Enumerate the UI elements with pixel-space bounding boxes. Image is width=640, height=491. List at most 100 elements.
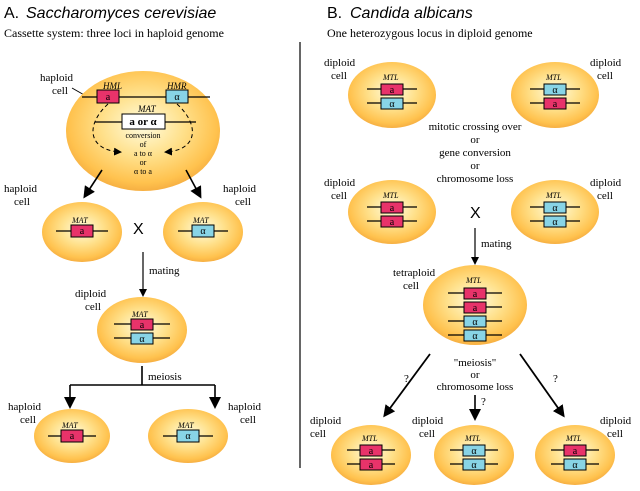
- svg-text:cell: cell: [85, 301, 101, 313]
- panel-b-subtitle: One heterozygous locus in diploid genome: [327, 26, 533, 40]
- panel-b-species: Candida albicans: [350, 5, 473, 22]
- allele-alpha-box: [463, 329, 487, 342]
- allele-alpha-box: [176, 429, 200, 443]
- svg-text:cell: cell: [597, 190, 613, 202]
- allele-a-box: [70, 224, 94, 238]
- svg-text:α to a: α to a: [134, 167, 152, 176]
- bottom-right-haploid-label: haploid: [228, 401, 261, 413]
- svg-text:a: a: [390, 217, 395, 228]
- svg-text:α: α: [174, 92, 180, 103]
- arrow-to-right-haploid: [185, 169, 202, 199]
- svg-text:MTL: MTL: [382, 191, 399, 200]
- arrow-to-bottom-left: [383, 353, 431, 418]
- svg-text:a: a: [390, 203, 395, 214]
- panel-b: B. Candida albicans One heterozygous loc…: [310, 5, 632, 485]
- question-mark: ?: [404, 373, 409, 385]
- svg-text:α: α: [572, 460, 578, 471]
- svg-text:MTL: MTL: [545, 73, 562, 82]
- svg-text:cell: cell: [597, 70, 613, 82]
- bottom-left-haploid-label: haploid: [8, 401, 41, 413]
- svg-text:or: or: [140, 158, 147, 167]
- diploid-label: diploid: [600, 415, 632, 427]
- svg-text:α: α: [200, 226, 206, 237]
- panel-b-letter: B.: [327, 5, 342, 22]
- meiosis-label: meiosis: [148, 371, 182, 383]
- svg-text:a: a: [473, 303, 478, 314]
- allele-alpha-box: [543, 201, 567, 214]
- svg-text:a: a: [369, 460, 374, 471]
- top-cell-label: haploid: [40, 72, 73, 84]
- svg-text:MTL: MTL: [565, 434, 582, 443]
- allele-a-box: [359, 458, 383, 471]
- allele-a-box: [60, 429, 84, 443]
- svg-text:MAT: MAT: [192, 216, 209, 225]
- hml-label: HML: [102, 81, 122, 91]
- svg-text:gene conversion: gene conversion: [439, 147, 511, 159]
- meiosis-line: "meiosis": [454, 357, 497, 369]
- svg-text:chromosome loss: chromosome loss: [437, 173, 514, 185]
- svg-text:cell: cell: [20, 414, 36, 426]
- allele-alpha-box: [462, 444, 486, 457]
- svg-text:a: a: [573, 446, 578, 457]
- svg-text:MTL: MTL: [382, 73, 399, 82]
- diploid-label: diploid: [75, 288, 107, 300]
- svg-text:a: a: [140, 320, 145, 331]
- allele-alpha-box: [191, 224, 215, 238]
- svg-text:α: α: [552, 85, 558, 96]
- allele-a-box: [563, 444, 587, 457]
- svg-text:a: a: [106, 92, 111, 103]
- conversion-line: conversion: [125, 131, 160, 140]
- question-mark: ?: [481, 396, 486, 408]
- panel-a-letter: A.: [4, 5, 19, 22]
- svg-text:MAT: MAT: [71, 216, 88, 225]
- svg-text:cell: cell: [419, 428, 435, 440]
- svg-text:α: α: [471, 446, 477, 457]
- svg-text:MAT: MAT: [61, 421, 78, 430]
- hmr-cassette: [165, 89, 189, 104]
- diploid-label: diploid: [310, 415, 342, 427]
- right-haploid-label: haploid: [223, 183, 256, 195]
- svg-text:α: α: [472, 317, 478, 328]
- left-haploid-label: haploid: [4, 183, 37, 195]
- svg-text:cell: cell: [235, 196, 251, 208]
- svg-text:MTL: MTL: [545, 191, 562, 200]
- svg-text:α: α: [552, 203, 558, 214]
- svg-text:or: or: [470, 369, 480, 381]
- allele-a-box: [130, 318, 154, 331]
- allele-alpha-box: [380, 97, 404, 110]
- allele-a-box: [359, 444, 383, 457]
- svg-text:cell: cell: [14, 196, 30, 208]
- allele-alpha-box: [463, 315, 487, 328]
- arrow-to-bottom-right: [519, 353, 565, 418]
- allele-a-box: [380, 83, 404, 96]
- cross-symbol: X: [133, 221, 144, 238]
- svg-text:cell: cell: [331, 190, 347, 202]
- svg-text:a to α: a to α: [134, 149, 153, 158]
- svg-text:a: a: [390, 85, 395, 96]
- mat-label: MAT: [137, 104, 157, 114]
- svg-text:a or α: a or α: [129, 116, 157, 128]
- mat-locus-box: [121, 113, 166, 130]
- allele-a-box: [380, 215, 404, 228]
- svg-text:α: α: [185, 431, 191, 442]
- allele-a-box: [463, 287, 487, 300]
- svg-text:cell: cell: [403, 280, 419, 292]
- svg-text:MAT: MAT: [131, 310, 148, 319]
- svg-text:α: α: [471, 460, 477, 471]
- tetraploid-label: tetraploid: [393, 267, 436, 279]
- svg-text:α: α: [139, 334, 145, 345]
- mating-label: mating: [481, 238, 512, 250]
- allele-a-box: [380, 201, 404, 214]
- diploid-label: diploid: [590, 177, 622, 189]
- svg-text:α: α: [552, 217, 558, 228]
- arrow-to-left-haploid: [83, 169, 103, 199]
- svg-text:a: a: [369, 446, 374, 457]
- allele-alpha-box: [543, 83, 567, 96]
- svg-text:cell: cell: [52, 85, 68, 97]
- svg-text:a: a: [80, 226, 85, 237]
- svg-text:a: a: [70, 431, 75, 442]
- hml-cassette: [96, 89, 120, 104]
- svg-text:cell: cell: [331, 70, 347, 82]
- mating-label: mating: [149, 265, 180, 277]
